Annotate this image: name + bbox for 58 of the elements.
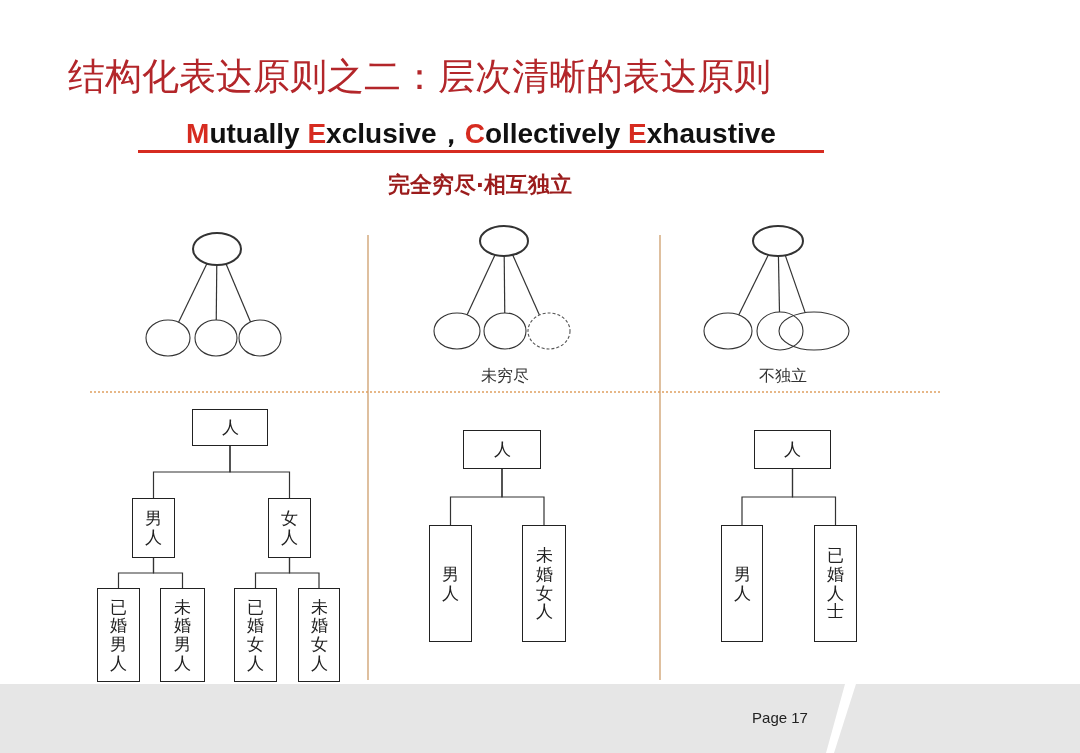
ellipse-node: [755, 310, 805, 352]
hierarchy-box: [429, 525, 472, 642]
connector-line: [501, 468, 545, 526]
connector-line: [225, 263, 252, 323]
box-label: 已婚女人: [247, 597, 264, 673]
box-label: 男人: [442, 564, 459, 603]
slide-title: 结构化表达原则之二：层次清晰的表达原则: [68, 54, 771, 100]
ellipse-node: [526, 311, 572, 351]
hierarchy-box: [814, 525, 857, 642]
connector-line: [152, 557, 184, 589]
ellipse-node: [191, 231, 243, 267]
hierarchy-box: [132, 498, 175, 558]
box-label: 未婚女人: [535, 546, 553, 621]
box-label: 人: [784, 438, 801, 461]
box-label: 已婚男人: [110, 597, 127, 673]
connector-line: [466, 254, 496, 316]
caption: 未穷尽: [480, 366, 530, 387]
page-number: Page 17: [751, 709, 809, 726]
ellipse-node: [144, 318, 192, 358]
ellipse-node: [193, 318, 239, 358]
box-label: 人: [221, 416, 239, 439]
connector-line: [215, 264, 218, 321]
subtitle: Mutually Exclusive，Collectively Exhaustive: [138, 118, 824, 153]
ellipse-node: [478, 224, 530, 258]
box-label: 未婚女人: [310, 597, 328, 673]
box-label: 已婚人士: [827, 546, 844, 621]
ellipse-node: [432, 311, 482, 351]
box-label: 男人: [145, 509, 162, 547]
connector-line: [791, 468, 837, 526]
ellipse-node: [482, 311, 528, 351]
hierarchy-box: [298, 588, 340, 682]
hierarchy-box: [192, 409, 268, 446]
hierarchy-box: [522, 525, 566, 642]
hierarchy-box: [463, 430, 541, 469]
connector-line: [777, 255, 781, 313]
ellipse-node: [702, 311, 754, 351]
hierarchy-box: [97, 588, 140, 682]
box-label: 男人: [733, 564, 751, 603]
ellipse-node: [777, 310, 851, 352]
hierarchy-box: [160, 588, 205, 682]
hierarchy-box: [268, 498, 311, 558]
caption: 不独立: [758, 366, 808, 387]
hierarchy-box: [721, 525, 763, 642]
subtitle-translation: 完全穷尽·相互独立: [386, 171, 574, 199]
ellipse-node: [751, 224, 805, 258]
connector-line: [178, 262, 208, 323]
connector-line: [503, 255, 506, 314]
connector-line: [738, 254, 769, 316]
box-label: 人: [493, 438, 511, 461]
connector-line: [288, 557, 320, 589]
ellipse-node: [237, 318, 283, 358]
connector-line: [512, 254, 540, 316]
box-label: 女人: [281, 509, 298, 547]
hierarchy-box: [234, 588, 277, 682]
connector-line: [784, 254, 806, 314]
connector-line: [229, 445, 291, 499]
hierarchy-box: [754, 430, 831, 469]
box-label: 未婚男人: [174, 597, 191, 673]
